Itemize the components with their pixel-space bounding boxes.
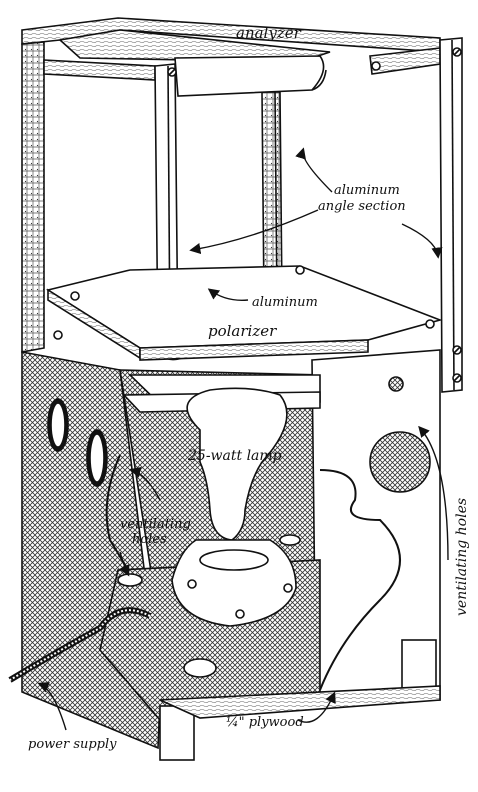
label-plywood: ¼" plywood — [226, 715, 304, 730]
label-lamp: 25-watt lamp — [187, 448, 282, 464]
arrow-plywood — [297, 691, 336, 723]
label-ventilating-left-2: holes — [132, 532, 167, 547]
label-ventilating-right: ventilating holes — [454, 498, 470, 616]
polarizer-frame — [45, 265, 443, 361]
arrow-vent-left-2 — [119, 551, 130, 577]
arrow-aluminum — [207, 288, 249, 301]
arrow-vent-left-1 — [129, 466, 161, 501]
arrow-vent-right — [418, 425, 449, 561]
arrow-angle-back — [295, 147, 333, 193]
label-aluminum: aluminum — [252, 295, 318, 310]
label-aluminum-angle-1: aluminum — [334, 183, 400, 198]
arrow-angle-right — [401, 223, 443, 259]
label-power-supply: power supply — [28, 737, 117, 752]
arrow-power — [37, 682, 67, 731]
label-aluminum-angle-2: angle section — [318, 199, 406, 214]
lamp-housing — [8, 349, 441, 761]
label-polarizer: polarizer — [208, 322, 277, 340]
label-ventilating-left-1: ventilating — [120, 517, 191, 532]
label-analyzer: analyzer — [236, 24, 302, 42]
callout-arrows — [37, 147, 449, 731]
arrow-angle-left — [189, 209, 319, 255]
